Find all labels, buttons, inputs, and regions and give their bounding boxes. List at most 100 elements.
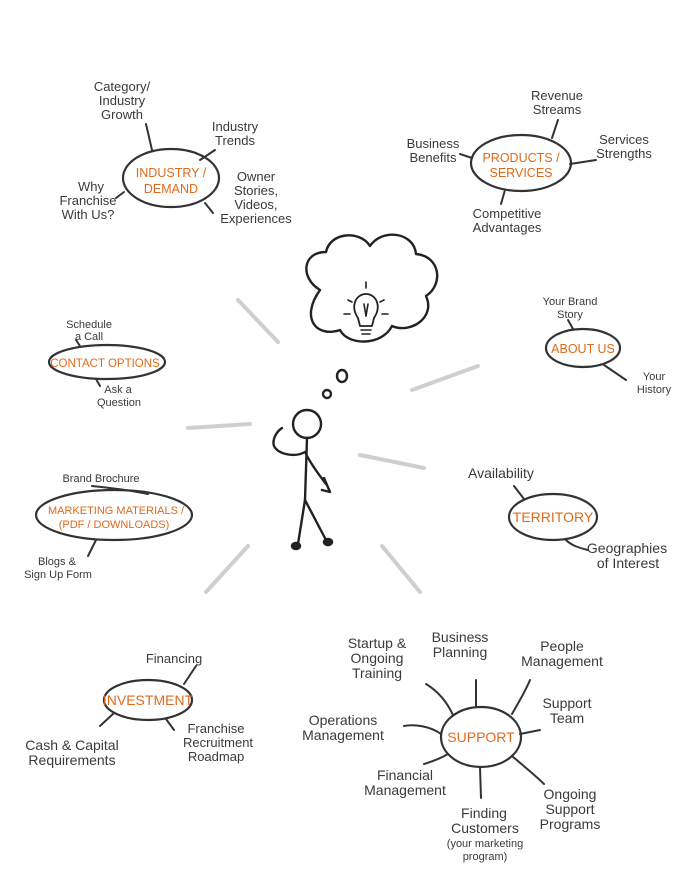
investment-roadmap-line-3: Roadmap bbox=[188, 749, 244, 764]
territory-availability: Availability bbox=[468, 465, 534, 481]
about-connector-history bbox=[603, 364, 627, 381]
node-about-us: ABOUT US Your Brand Story Your History bbox=[543, 296, 672, 396]
support-connector-financial bbox=[423, 753, 449, 765]
support-ongoing-line-2: Support bbox=[545, 801, 594, 817]
investment-roadmap-line-2: Recruitment bbox=[183, 735, 253, 750]
industry-category-line-1: Category/ bbox=[94, 79, 151, 94]
products-connector-competitive bbox=[500, 189, 506, 205]
contact-schedule-line-1: Schedule bbox=[66, 319, 112, 331]
radiating-rays bbox=[186, 298, 480, 594]
products-competitive-line-2: Advantages bbox=[473, 220, 542, 235]
support-connector-customers bbox=[479, 766, 482, 799]
investment-connector-roadmap bbox=[165, 718, 175, 731]
industry-connector-category bbox=[145, 123, 153, 151]
industry-connector-why bbox=[115, 191, 125, 199]
support-planning-line-1: Business bbox=[432, 629, 489, 645]
about-oval bbox=[544, 327, 622, 369]
figure-body bbox=[303, 436, 309, 502]
industry-why-line-1: Why bbox=[78, 179, 105, 194]
about-story-line-1: Your Brand bbox=[543, 296, 598, 308]
investment-oval bbox=[102, 678, 194, 722]
support-operations-line-2: Management bbox=[302, 727, 384, 743]
thinking-figure bbox=[272, 233, 439, 551]
industry-why-line-3: With Us? bbox=[62, 207, 115, 222]
support-team-line-1: Support bbox=[542, 695, 591, 711]
contact-schedule-line-2: a Call bbox=[75, 331, 103, 343]
products-revenue-line-1: Revenue bbox=[531, 88, 583, 103]
support-customers-line-3: (your marketing bbox=[447, 838, 523, 850]
investment-cash-line-2: Requirements bbox=[28, 752, 115, 768]
contact-connector-ask bbox=[95, 378, 101, 387]
territory-oval bbox=[507, 492, 599, 542]
support-customers-line-4: program) bbox=[463, 851, 508, 863]
support-planning-line-2: Planning bbox=[433, 644, 488, 660]
figure-left-arm bbox=[272, 426, 307, 457]
thought-cloud bbox=[305, 233, 439, 343]
industry-oval bbox=[121, 147, 221, 209]
support-startup-line-1: Startup & bbox=[348, 635, 407, 651]
industry-owner-line-2: Stories, bbox=[234, 183, 278, 198]
figure-right-foot bbox=[322, 537, 334, 547]
investment-connector-financing bbox=[183, 665, 197, 685]
marketing-blogs-line-1: Blogs & bbox=[38, 556, 77, 568]
industry-trends-line-2: Trends bbox=[215, 133, 255, 148]
products-strengths-line-2: Strengths bbox=[596, 146, 652, 161]
ray-right-lower bbox=[358, 453, 426, 470]
ray-top-left bbox=[236, 298, 280, 344]
industry-title-line-1: INDUSTRY / bbox=[136, 166, 207, 180]
about-history-line-1: Your bbox=[643, 371, 666, 383]
products-connector-strengths bbox=[569, 159, 597, 165]
ray-bottom-left bbox=[204, 544, 250, 594]
support-connector-operations bbox=[403, 724, 442, 735]
industry-owner-line-1: Owner bbox=[237, 169, 276, 184]
investment-title: INVESTMENT bbox=[103, 692, 194, 708]
products-title-line-1: PRODUCTS / bbox=[482, 151, 560, 165]
territory-geo-line-2: of Interest bbox=[597, 555, 659, 571]
products-strengths-line-1: Services bbox=[599, 132, 649, 147]
support-connector-team bbox=[519, 729, 541, 735]
node-products-services: PRODUCTS / SERVICES Revenue Streams Busi… bbox=[407, 88, 653, 235]
ray-left bbox=[186, 422, 252, 430]
products-benefits-line-1: Business bbox=[407, 136, 460, 151]
contact-connector-schedule bbox=[75, 339, 81, 347]
investment-roadmap-line-1: Franchise bbox=[187, 721, 244, 736]
ray-bottom-right bbox=[380, 544, 422, 594]
industry-category-line-2: Industry bbox=[99, 93, 146, 108]
support-financial-line-2: Management bbox=[364, 782, 446, 798]
industry-trends-line-1: Industry bbox=[212, 119, 259, 134]
support-people-line-2: Management bbox=[521, 653, 603, 669]
products-connector-benefits bbox=[459, 153, 473, 159]
territory-title: TERRITORY bbox=[513, 509, 594, 525]
industry-owner-line-3: Videos, bbox=[234, 197, 277, 212]
contact-oval bbox=[47, 343, 167, 381]
thought-bubble-large bbox=[335, 368, 349, 384]
marketing-blogs-line-2: Sign Up Form bbox=[24, 569, 92, 581]
products-connector-revenue bbox=[551, 119, 559, 139]
contact-ask-line-1: Ask a bbox=[104, 384, 132, 396]
products-title-line-2: SERVICES bbox=[490, 166, 553, 180]
marketing-title-line-2: (PDF / DOWNLOADS) bbox=[59, 519, 170, 531]
node-marketing-materials: MARKETING MATERIALS / (PDF / DOWNLOADS) … bbox=[24, 473, 194, 581]
thought-bubble-small bbox=[321, 388, 333, 400]
investment-connector-cash bbox=[99, 712, 115, 727]
products-competitive-line-1: Competitive bbox=[473, 206, 542, 221]
territory-connector-geo bbox=[565, 539, 589, 551]
lightbulb-icon bbox=[343, 281, 389, 335]
ray-right-upper bbox=[410, 364, 480, 392]
support-ongoing-line-3: Programs bbox=[540, 816, 601, 832]
territory-geo-line-1: Geographies bbox=[587, 540, 667, 556]
support-connector-ongoing bbox=[511, 755, 545, 785]
support-title: SUPPORT bbox=[447, 729, 515, 745]
node-territory: TERRITORY Availability Geographies of In… bbox=[468, 465, 667, 571]
support-team-line-2: Team bbox=[550, 710, 584, 726]
industry-connector-owner bbox=[204, 202, 214, 214]
support-connector-startup bbox=[425, 683, 454, 716]
about-story-line-2: Story bbox=[557, 309, 583, 321]
industry-why-line-2: Franchise bbox=[59, 193, 116, 208]
investment-financing: Financing bbox=[146, 651, 202, 666]
figure-right-arm bbox=[304, 452, 328, 486]
figure-right-hand bbox=[320, 476, 332, 494]
marketing-connector-brochure bbox=[91, 485, 149, 495]
contact-ask-line-2: Question bbox=[97, 397, 141, 409]
